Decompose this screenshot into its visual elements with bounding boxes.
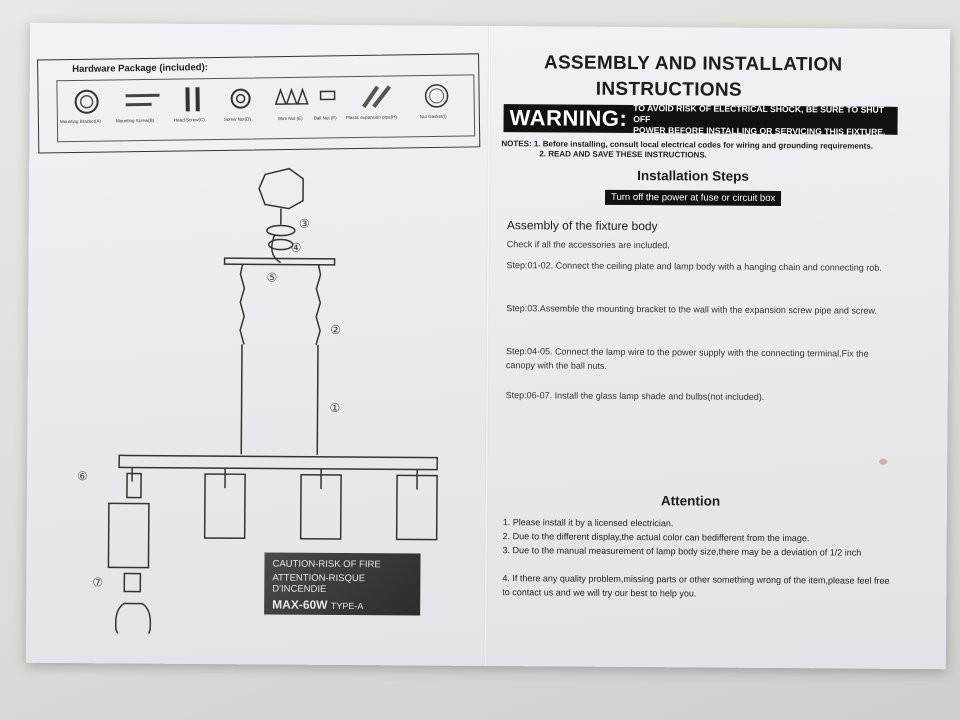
wire-nut-icon bbox=[271, 84, 311, 120]
paper-stain bbox=[879, 458, 888, 465]
power-off-banner: Turn off the power at fuse or circuit bo… bbox=[604, 189, 782, 207]
page-title-line-2: INSTRUCTIONS bbox=[595, 78, 742, 101]
attention-item-3: 3. Due to the manual measurement of lamp… bbox=[502, 545, 862, 558]
check-accessories-text: Check if all the accessories are include… bbox=[506, 239, 670, 251]
expansion-pipe-icon bbox=[357, 82, 397, 118]
callout-5: ⑤ bbox=[266, 270, 278, 285]
hardware-item-label: Nut Gasket(I) bbox=[419, 113, 447, 120]
attention-item-4: 4. If there any quality problem,missing … bbox=[502, 573, 890, 599]
step-06-07: Step:06-07. Install the glass lamp shade… bbox=[505, 390, 765, 402]
caution-wattage: MAX-60W TYPE-A bbox=[272, 597, 412, 612]
installation-steps-heading: Installation Steps bbox=[637, 168, 750, 184]
warning-word: WARNING: bbox=[509, 105, 628, 131]
caution-line-2: ATTENTION-RISQUE D'INCENDIE bbox=[272, 572, 366, 595]
ceiling-bar bbox=[223, 257, 336, 266]
bulb bbox=[114, 602, 152, 636]
fixture-body-bar bbox=[118, 454, 438, 471]
callout-1: ① bbox=[329, 400, 341, 415]
hardware-item-label: Screw Nut(D) bbox=[223, 116, 251, 122]
hardware-item-label: Plastic expansion pipe(H) bbox=[345, 114, 397, 121]
ball-nut-icon bbox=[317, 83, 339, 118]
attention-heading: Attention bbox=[660, 493, 721, 509]
fixture-diagram bbox=[107, 167, 438, 636]
callout-7: ⑦ bbox=[92, 575, 104, 590]
hardware-items-row: Mounting Bracket(A) Mounting Screw(B) He… bbox=[56, 74, 476, 143]
assembly-heading: Assembly of the fixture body bbox=[506, 218, 658, 234]
hardware-package-box: Hardware Package (included): Mounting Br… bbox=[37, 53, 481, 154]
callout-6: ⑥ bbox=[77, 469, 88, 484]
canopy-plate bbox=[258, 167, 304, 210]
notes: NOTES: 1. Before installing, consult loc… bbox=[501, 139, 921, 162]
nut-gasket-icon bbox=[421, 82, 451, 117]
hardware-item-label: Ball Nut (F) bbox=[313, 115, 337, 121]
detached-shade bbox=[107, 502, 150, 569]
warning-line-1: TO AVOID RISK OF ELECTRICAL SHOCK, BE SU… bbox=[633, 102, 885, 124]
callout-2: ② bbox=[330, 322, 341, 337]
paper-fold bbox=[483, 25, 492, 666]
caution-label: CAUTION-RISK OF FIRE ATTENTION-RISQUE D'… bbox=[264, 552, 421, 616]
warning-text: TO AVOID RISK OF ELECTRICAL SHOCK, BE SU… bbox=[633, 103, 898, 138]
bulb-type: TYPE-A bbox=[330, 600, 364, 612]
mounting-screw-icon bbox=[123, 86, 163, 122]
hardware-item-label: Mounting Screw(B) bbox=[115, 117, 155, 124]
mounting-bracket-icon bbox=[71, 87, 101, 122]
step-03: Step:03.Assemble the mounting bracket to… bbox=[506, 303, 878, 316]
hardware-item-label: Wire Nut (E) bbox=[277, 115, 303, 122]
callout-4: ④ bbox=[290, 240, 302, 255]
hardware-item-label: Mounting Bracket(A) bbox=[59, 118, 101, 125]
instruction-sheet: Hardware Package (included): Mounting Br… bbox=[25, 22, 951, 670]
hardware-package-title: Hardware Package (included): bbox=[72, 62, 208, 75]
screw-nut-icon bbox=[227, 84, 253, 119]
warning-line-2: POWER BEFORE INSTALLING OR SERVICING THI… bbox=[633, 124, 886, 137]
step-01-02: Step:01-02. Connect the ceiling plate an… bbox=[506, 260, 882, 273]
warning-banner: WARNING: TO AVOID RISK OF ELECTRICAL SHO… bbox=[503, 103, 898, 138]
max-wattage: MAX-60W bbox=[272, 597, 328, 612]
callout-3: ③ bbox=[298, 216, 310, 231]
hardware-item-label: Head Screw(C) bbox=[173, 117, 205, 123]
page-title-line-1: ASSEMBLY AND INSTALLATION bbox=[543, 52, 843, 76]
head-screw-icon bbox=[181, 85, 205, 120]
step-04-05: Step:04-05. Connect the lamp wire to the… bbox=[505, 346, 869, 371]
caution-line-1: CAUTION-RISK OF FIRE bbox=[272, 558, 381, 571]
